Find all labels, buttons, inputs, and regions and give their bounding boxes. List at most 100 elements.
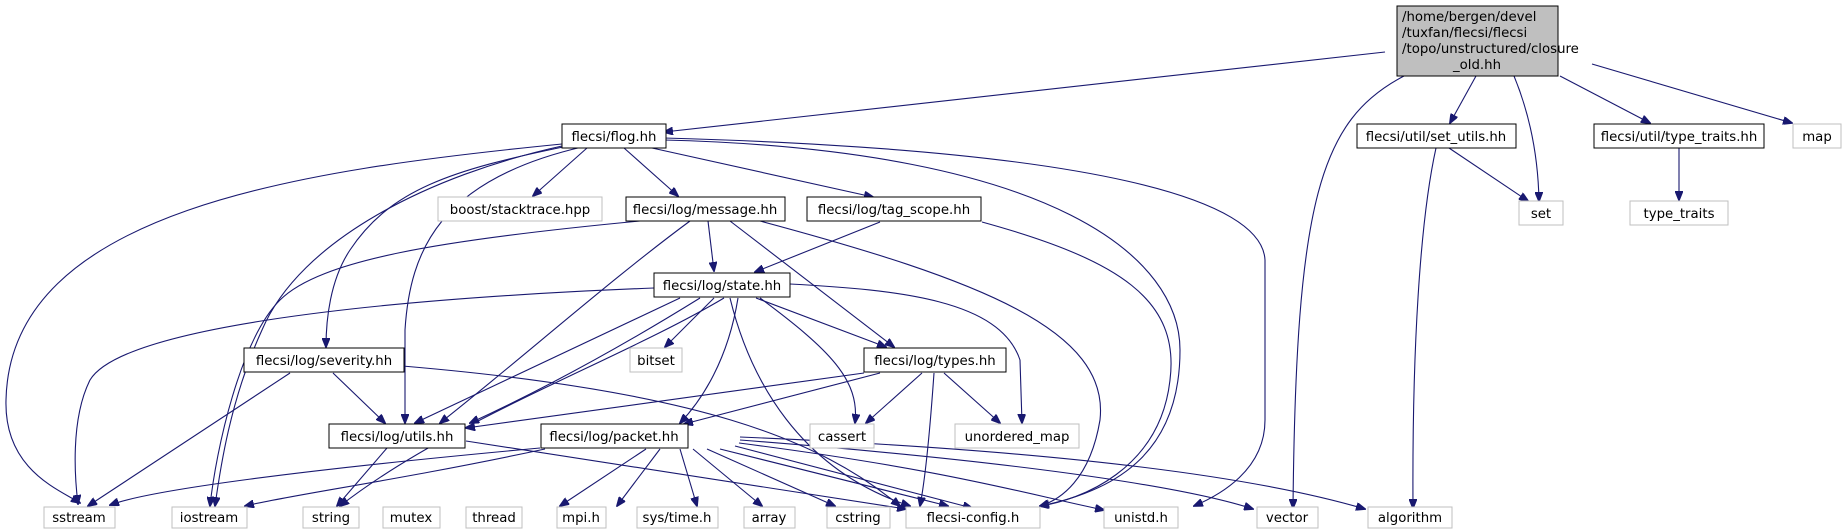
edge-state-packet: [680, 297, 739, 423]
edge-types-utils: [466, 372, 865, 428]
node-unistd-h-label: unistd.h: [1114, 511, 1168, 526]
edge-packet-unistd: [738, 442, 1104, 510]
edge-setutils-set: [1448, 147, 1528, 201]
node-sys-time-h[interactable]: sys/time.h: [636, 506, 719, 529]
node-sstream[interactable]: sstream: [43, 506, 116, 529]
edge-tagscope-state: [755, 221, 881, 272]
edge-message-utils: [440, 220, 691, 423]
node-packet-hh[interactable]: flecsi/log/packet.hh: [540, 423, 689, 449]
node-types-hh[interactable]: flecsi/log/types.hh: [863, 347, 1007, 373]
node-mpi-h-label: mpi.h: [562, 511, 600, 526]
edge-flog-config: [663, 139, 1181, 506]
edge-message-config: [759, 220, 1102, 506]
node-severity-hh[interactable]: flecsi/log/severity.hh: [243, 347, 405, 373]
root-node[interactable]: /home/bergen/devel /tuxfan/flecsi/flecsi…: [1396, 5, 1579, 77]
edge-packet-thread: [617, 448, 661, 506]
edge-message-iostream: [210, 220, 641, 506]
node-message-hh[interactable]: flecsi/log/message.hh: [625, 196, 786, 222]
edge-flog-unistd: [663, 137, 1266, 506]
edge-packet-mpih: [679, 448, 697, 506]
node-map-label: map: [1802, 130, 1832, 145]
node-packet-hh-label: flecsi/log/packet.hh: [549, 430, 678, 445]
node-unordered-map-label: unordered_map: [965, 430, 1070, 445]
edge-state-types: [755, 297, 886, 347]
node-algorithm[interactable]: algorithm: [1367, 506, 1453, 529]
node-flog-hh-label: flecsi/flog.hh: [571, 130, 656, 145]
node-state-hh[interactable]: flecsi/log/state.hh: [653, 272, 791, 298]
node-flog-hh[interactable]: flecsi/flog.hh: [561, 123, 667, 149]
edge-packet-cstring: [719, 448, 948, 506]
edge-root-type-traits-hh: [1559, 75, 1650, 123]
node-utils-hh-label: flecsi/log/utils.hh: [341, 430, 454, 445]
edge-flog-severity: [326, 145, 569, 347]
edge-state-unordered: [789, 283, 1022, 423]
node-type-traits-hh-label: flecsi/util/type_traits.hh: [1601, 130, 1758, 145]
node-tag-scope-hh[interactable]: flecsi/log/tag_scope.hh: [806, 196, 982, 222]
node-state-hh-label: flecsi/log/state.hh: [663, 279, 781, 294]
edge-types-packet: [684, 372, 881, 424]
node-unistd-h[interactable]: unistd.h: [1103, 506, 1179, 529]
edge-packet-mutex: [560, 448, 647, 506]
node-iostream[interactable]: iostream: [171, 506, 248, 529]
edge-packet-vector: [739, 439, 1253, 509]
edge-message-state: [707, 220, 714, 271]
node-utils-hh[interactable]: flecsi/log/utils.hh: [328, 423, 466, 449]
edge-packet-array: [706, 448, 835, 506]
root-line-1: /home/bergen/devel: [1402, 10, 1536, 25]
edge-packet-config: [734, 445, 972, 508]
node-types-hh-label: flecsi/log/types.hh: [874, 354, 995, 369]
node-array-label: array: [752, 511, 787, 526]
edge-root-map: [1591, 63, 1792, 123]
edges: [5, 51, 1792, 510]
node-mpi-h[interactable]: mpi.h: [556, 506, 607, 529]
node-cstring-label: cstring: [835, 511, 880, 526]
edge-state-sstream: [75, 287, 655, 504]
node-type-traits-hh[interactable]: flecsi/util/type_traits.hh: [1593, 123, 1765, 149]
edge-flog-stacktrace: [533, 147, 588, 196]
node-algorithm-label: algorithm: [1378, 511, 1442, 526]
node-string[interactable]: string: [302, 506, 360, 529]
root-line-2: /tuxfan/flecsi/flecsi: [1402, 26, 1527, 41]
node-type-traits[interactable]: type_traits: [1629, 200, 1729, 226]
edge-root-set: [1513, 75, 1539, 201]
node-map[interactable]: map: [1792, 123, 1842, 149]
node-mutex[interactable]: mutex: [382, 506, 441, 529]
node-array[interactable]: array: [743, 506, 796, 529]
edge-state-config: [729, 297, 910, 506]
edge-root-set-utils: [1450, 75, 1477, 123]
node-cstring[interactable]: cstring: [826, 506, 891, 529]
edge-utils-string: [337, 447, 388, 506]
node-cassert[interactable]: cassert: [809, 423, 875, 449]
edge-types-cassert: [866, 372, 923, 423]
node-unordered-map[interactable]: unordered_map: [954, 423, 1080, 449]
edge-packet-iostream: [245, 448, 546, 506]
edge-setutils-algorithm: [1413, 147, 1437, 508]
node-string-label: string: [312, 511, 350, 526]
edge-types-unordered: [943, 372, 1000, 423]
node-stacktrace[interactable]: boost/stacktrace.hpp: [437, 196, 603, 222]
edge-message-types: [729, 220, 894, 347]
root-line-4: _old.hh: [1452, 58, 1501, 73]
node-thread[interactable]: thread: [465, 506, 523, 529]
edge-packet-sstream: [110, 447, 541, 505]
node-set-utils-hh-label: flecsi/util/set_utils.hh: [1366, 130, 1507, 145]
node-set-utils-hh[interactable]: flecsi/util/set_utils.hh: [1356, 123, 1517, 149]
node-vector-label: vector: [1266, 511, 1309, 526]
edge-packet-systime: [692, 448, 762, 506]
node-bitset[interactable]: bitset: [629, 347, 683, 373]
node-flecsi-config-h[interactable]: flecsi-config.h: [905, 506, 1041, 529]
nodes: /home/bergen/devel /tuxfan/flecsi/flecsi…: [43, 5, 1842, 529]
node-cassert-label: cassert: [818, 430, 866, 445]
node-thread-label: thread: [472, 511, 516, 526]
edge-severity-sstream: [88, 372, 291, 506]
edge-root-flog: [664, 51, 1386, 132]
node-stacktrace-label: boost/stacktrace.hpp: [450, 203, 591, 218]
node-sstream-label: sstream: [52, 511, 106, 526]
node-tag-scope-hh-label: flecsi/log/tag_scope.hh: [818, 203, 970, 218]
edge-flog-utils: [405, 146, 583, 423]
edge-state-bitset: [665, 297, 715, 347]
node-vector[interactable]: vector: [1256, 506, 1319, 529]
node-set[interactable]: set: [1518, 200, 1564, 226]
edge-flog-sstream: [5, 143, 563, 503]
